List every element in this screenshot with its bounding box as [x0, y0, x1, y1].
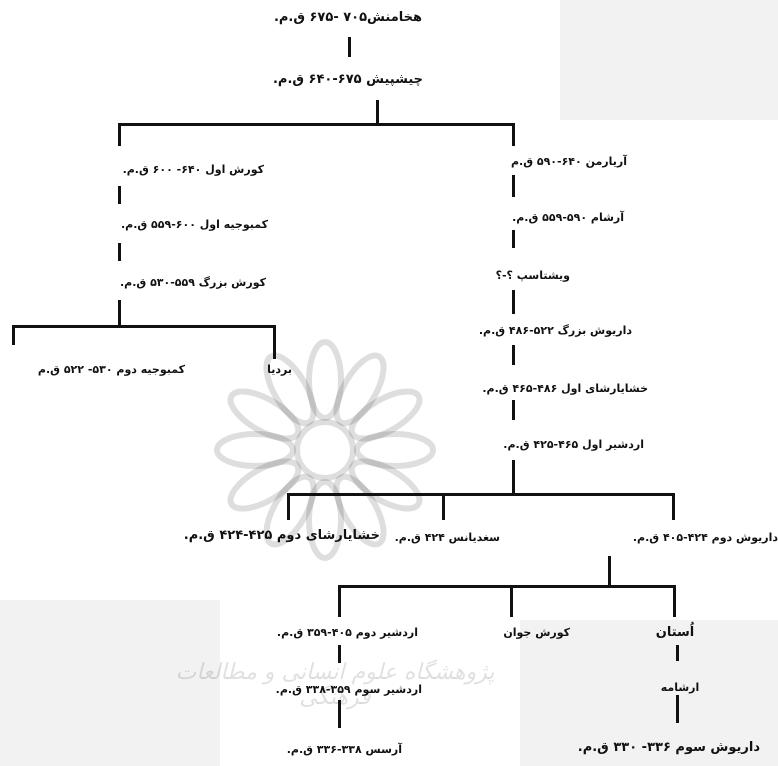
rosette-petal	[333, 473, 387, 548]
watermark-logo	[214, 339, 436, 561]
node-ardeshir2: اردشیر دوم ۴۰۵-۳۵۹ ق.م.	[276, 626, 418, 639]
node-dariush3: داریوش سوم ۳۳۶- ۳۳۰ ق.م.	[577, 740, 760, 755]
rosette-petal	[214, 431, 296, 469]
rosette-petal	[227, 458, 302, 512]
node-ariyaramna: آریارمن ۶۴۰-۵۹۰ ق.م	[510, 155, 627, 168]
rosette-petal	[263, 352, 317, 427]
connector-line	[512, 123, 515, 146]
rosette-petal	[354, 431, 436, 469]
node-khashayarsha1: خشایارشای اول ۴۸۶-۴۶۵ ق.م.	[482, 382, 648, 395]
connector-line	[512, 400, 515, 420]
connector-line	[608, 556, 611, 588]
connector-line	[376, 100, 379, 124]
node-vishtaspa: ویشتاسپ ؟-؟	[495, 269, 570, 282]
connector-line	[118, 243, 121, 261]
connector-line	[338, 700, 341, 728]
node-ardeshir1: اردشیر اول ۴۶۵-۴۲۵ ق.م.	[503, 438, 644, 451]
node-arshama: آرشام ۵۹۰-۵۵۹ ق.م.	[512, 211, 624, 224]
node-arses: آرسس ۳۳۸-۳۳۶ ق.م.	[286, 743, 402, 756]
rosette-petal	[263, 473, 317, 548]
paper-grain	[560, 0, 778, 120]
node-ostan: اُستان	[655, 625, 695, 640]
node-kourosh1: کورش اول ۶۴۰- ۶۰۰ ق.م.	[122, 163, 264, 176]
connector-line	[338, 585, 341, 617]
connector-line	[510, 585, 513, 617]
connector-line	[12, 325, 276, 328]
connector-line	[512, 175, 515, 197]
connector-line	[512, 290, 515, 314]
connector-line	[512, 460, 515, 494]
connector-line	[118, 123, 515, 126]
node-ardeshir3: اردشیر سوم ۳۵۹-۳۳۸ ق.م.	[275, 683, 422, 696]
node-kambujiye2: کمبوجیه دوم ۵۳۰- ۵۲۲ ق.م	[37, 363, 185, 376]
node-bardiya: بردیا	[267, 363, 292, 376]
rosette-petal	[333, 352, 387, 427]
node-arshame: ارشامه	[660, 681, 700, 694]
node-khashayarsha2: خشایارشای دوم ۴۲۵-۴۲۴ ق.م.	[183, 528, 380, 543]
watermark-text: پژوهشگاه علوم انسانی و مطالعات فرهنگی	[175, 660, 495, 710]
connector-line	[338, 645, 341, 663]
paper-grain	[520, 620, 778, 766]
node-kourosh-javan: کورش جوان	[503, 626, 570, 639]
connector-line	[348, 37, 351, 57]
rosette-petal	[348, 458, 423, 512]
connector-line	[442, 493, 445, 520]
connector-line	[273, 325, 276, 359]
connector-line	[672, 493, 675, 520]
node-hakhamanesh: هخامنش۷۰۵ -۶۷۵ ق.م.	[273, 10, 423, 25]
connector-line	[673, 585, 676, 617]
paper-grain	[0, 600, 220, 766]
node-soghdianus: سغدیانس ۴۲۴ ق.م.	[394, 531, 500, 544]
connector-line	[512, 230, 515, 248]
connector-line	[287, 493, 290, 520]
connector-line	[676, 695, 679, 723]
node-chishpish: چیشپیش ۶۷۵-۶۴۰ ق.م.	[272, 72, 423, 87]
rosette-petal	[227, 388, 302, 442]
rosette-petal	[306, 479, 344, 561]
connector-line	[12, 325, 15, 345]
connector-line	[338, 585, 676, 588]
rosette-petal	[348, 388, 423, 442]
rosette-petal	[306, 339, 344, 421]
node-dariush1: داریوش بزرگ ۵۲۲-۴۸۶ ق.م.	[478, 324, 632, 337]
connector-line	[118, 186, 121, 204]
connector-line	[676, 645, 679, 661]
node-dariush2: داریوش دوم ۴۲۴-۴۰۵ ق.م.	[632, 531, 778, 544]
node-kambujiye1: کمبوجیه اول ۶۰۰-۵۵۹ ق.م.	[120, 218, 268, 231]
node-kourosh-bozorg: کورش بزرگ ۵۵۹-۵۳۰ ق.م.	[119, 276, 266, 289]
connector-line	[118, 123, 121, 146]
connector-line	[287, 493, 675, 496]
connector-line	[118, 300, 121, 327]
connector-line	[512, 345, 515, 365]
